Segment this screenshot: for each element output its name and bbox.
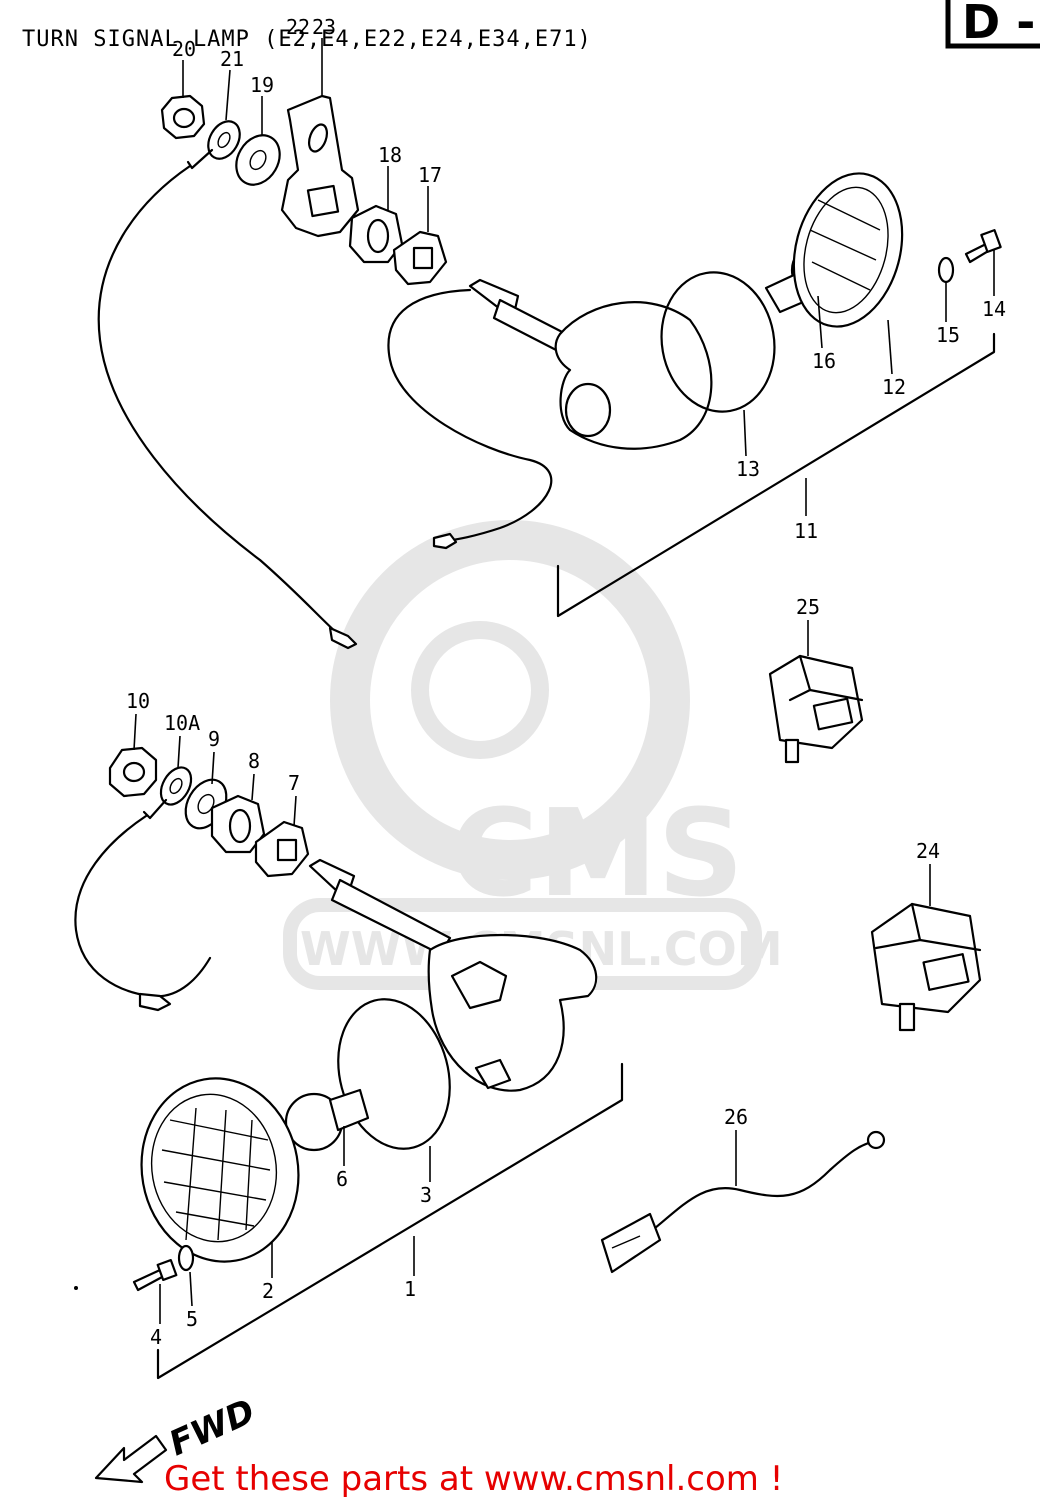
callout-1: 1	[404, 1277, 416, 1301]
wire-terminal-upper	[328, 626, 358, 650]
part-terminal-10a	[142, 766, 193, 820]
promo-link[interactable]: Get these parts at www.cmsnl.com !	[164, 1459, 783, 1499]
part-washer-5	[177, 1244, 195, 1272]
callout-14: 14	[982, 297, 1006, 321]
callout-9: 9	[208, 727, 220, 751]
wire-harness-lower	[74, 814, 212, 998]
wire-loop-upper	[387, 288, 553, 544]
callout-25: 25	[796, 595, 820, 619]
part-nut-10	[108, 746, 158, 798]
wire-harness-upper	[97, 164, 340, 636]
callout-3: 3	[420, 1183, 432, 1207]
callout-11: 11	[794, 519, 818, 543]
part-nut-20	[160, 94, 206, 140]
part-lens-2	[140, 1077, 300, 1263]
part-relay-24	[870, 902, 982, 1032]
callout-12: 12	[882, 375, 906, 399]
part-washer-19	[235, 134, 281, 186]
section-label-box: D -	[945, 0, 1040, 49]
callout-16: 16	[812, 349, 836, 373]
callout-13: 13	[736, 457, 760, 481]
part-screw-14	[964, 229, 1002, 264]
fwd-label: FWD	[163, 1391, 261, 1464]
fwd-arrow-icon	[94, 1434, 168, 1484]
group-bracket-1	[156, 1062, 624, 1380]
callout-22: 22	[286, 15, 310, 39]
part-cap-17	[392, 230, 448, 286]
callout-4: 4	[150, 1325, 162, 1349]
part-gasket-13	[660, 271, 776, 413]
stray-dot	[74, 1286, 78, 1290]
group-bracket-11	[556, 332, 996, 618]
callout-17: 17	[418, 163, 442, 187]
part-cap-7	[254, 820, 310, 878]
part-bulb-6	[284, 1088, 370, 1152]
callout-10: 10	[126, 689, 150, 713]
callout-24: 24	[916, 839, 940, 863]
part-washer-15	[937, 256, 955, 284]
callout-2: 2	[262, 1279, 274, 1303]
callout-8: 8	[248, 749, 260, 773]
part-gasket-3	[337, 998, 451, 1150]
callout-26: 26	[724, 1105, 748, 1129]
callout-15: 15	[936, 323, 960, 347]
callout-10a: 10A	[164, 711, 200, 735]
wire-terminal-lower	[138, 992, 172, 1012]
callout-21: 21	[220, 47, 244, 71]
part-relay-25	[768, 654, 864, 764]
part-housing-lower	[308, 858, 598, 1092]
callout-5: 5	[186, 1307, 198, 1331]
callout-18: 18	[378, 143, 402, 167]
part-terminal-21	[186, 120, 241, 170]
callouts-upper: 20 21 19 22 23 18 17 14 15 16 12 13 11	[172, 15, 1006, 543]
part-housing-upper	[468, 278, 713, 450]
part-wire-26	[600, 1130, 886, 1274]
part-lens-12	[792, 172, 904, 328]
callout-20: 20	[172, 37, 196, 61]
callout-7: 7	[288, 771, 300, 795]
callout-6: 6	[336, 1167, 348, 1191]
section-label: D -	[962, 0, 1035, 49]
part-screw-4	[132, 1258, 178, 1292]
callout-19: 19	[250, 73, 274, 97]
diagram-title: TURN SIGNAL LAMP (E2,E4,E22,E24,E34,E71)	[22, 27, 592, 52]
callout-23: 23	[312, 15, 336, 39]
callouts-lower: 10 10A 9 8 7 6 3 2 1 4 5	[126, 689, 432, 1349]
part-bracket-22-23	[280, 94, 360, 238]
wire-loop-terminal	[432, 532, 458, 550]
watermark-brand: CMS	[450, 785, 744, 924]
